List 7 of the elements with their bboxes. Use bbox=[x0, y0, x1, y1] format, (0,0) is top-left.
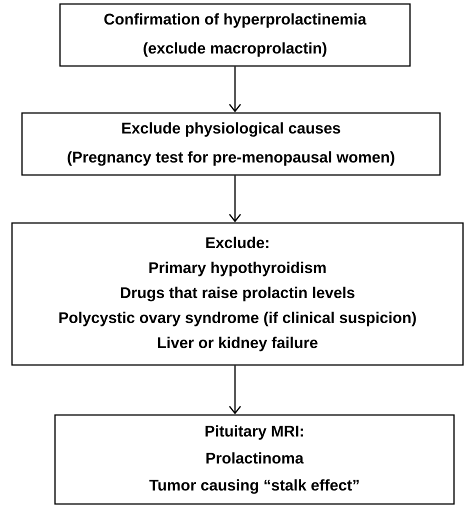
process-box: Confirmation of hyperprolactinemia (exclude macroprolactin) bbox=[59, 3, 411, 67]
arrow bbox=[228, 176, 242, 222]
process-box: Pituitary MRI: Prolactinoma Tumor causing “stalk effect” bbox=[54, 414, 455, 505]
arrow bbox=[228, 66, 242, 112]
process-box: Exclude: Primary hypothyroidism Drugs that raise prolactin levels Polycystic ovary syndrome (if clinical suspicion) Liver or kidney failure bbox=[11, 222, 464, 366]
process-box: Exclude physiological causes (Pregnancy test for pre-menopausal women) bbox=[21, 112, 441, 176]
arrow bbox=[228, 366, 242, 414]
